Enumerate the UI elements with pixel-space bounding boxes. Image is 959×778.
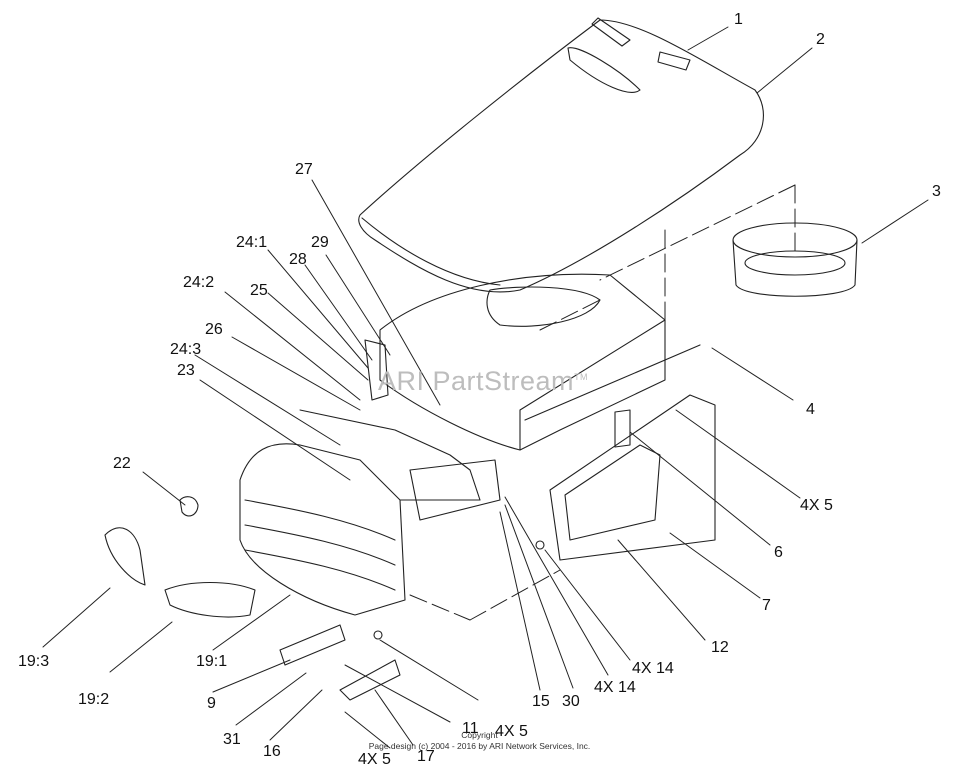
callout-31: 31 bbox=[223, 731, 241, 748]
leader-lines bbox=[42, 26, 929, 749]
callout-4x14-a: 4X 14 bbox=[632, 660, 674, 677]
watermark: ARI PartStreamTM bbox=[378, 366, 588, 397]
callout-3: 3 bbox=[932, 183, 941, 200]
callout-25: 25 bbox=[250, 282, 268, 299]
callout-6: 6 bbox=[774, 544, 783, 561]
callout-17: 17 bbox=[417, 748, 435, 765]
callout-19-2: 19:2 bbox=[78, 691, 110, 708]
footer-credit: Page design (c) 2004 - 2016 by ARI Netwo… bbox=[368, 741, 591, 751]
grille-assembly-part bbox=[239, 409, 501, 616]
callout-27: 27 bbox=[295, 161, 313, 178]
callout-1: 1 bbox=[734, 11, 743, 28]
callout-4: 4 bbox=[806, 401, 815, 418]
callout-2: 2 bbox=[816, 31, 825, 48]
watermark-text: ARI PartStream bbox=[378, 366, 575, 396]
callout-19-3: 19:3 bbox=[18, 653, 50, 670]
callout-4x14-b: 4X 14 bbox=[594, 679, 636, 696]
callout-16: 16 bbox=[263, 743, 281, 760]
body-cowl-part bbox=[379, 273, 701, 451]
callout-9: 9 bbox=[207, 695, 216, 712]
callout-26: 26 bbox=[205, 321, 223, 338]
side-panel-part bbox=[549, 394, 716, 561]
watermark-tm: TM bbox=[574, 372, 589, 382]
callout-24-1: 24:1 bbox=[236, 234, 268, 251]
guide-lines bbox=[409, 184, 796, 621]
callout-29: 29 bbox=[311, 234, 329, 251]
callout-7: 7 bbox=[762, 597, 771, 614]
callout-30: 30 bbox=[562, 693, 580, 710]
hood-part bbox=[358, 17, 764, 293]
callout-24-2: 24:2 bbox=[183, 274, 215, 291]
callout-4x5-b: 4X 5 bbox=[495, 723, 528, 740]
callout-24-3: 24:3 bbox=[170, 341, 202, 358]
callout-4x5-c: 4X 5 bbox=[358, 751, 391, 768]
small-parts bbox=[104, 339, 545, 701]
callout-22: 22 bbox=[113, 455, 131, 472]
callout-4x5-a: 4X 5 bbox=[800, 497, 833, 514]
callout-12: 12 bbox=[711, 639, 729, 656]
callout-11: 11 bbox=[462, 720, 479, 737]
callout-28: 28 bbox=[289, 251, 307, 268]
copyright-label: Copyright bbox=[461, 730, 498, 740]
callout-19-1: 19:1 bbox=[196, 653, 228, 670]
callout-15: 15 bbox=[532, 693, 550, 710]
callout-23: 23 bbox=[177, 362, 195, 379]
